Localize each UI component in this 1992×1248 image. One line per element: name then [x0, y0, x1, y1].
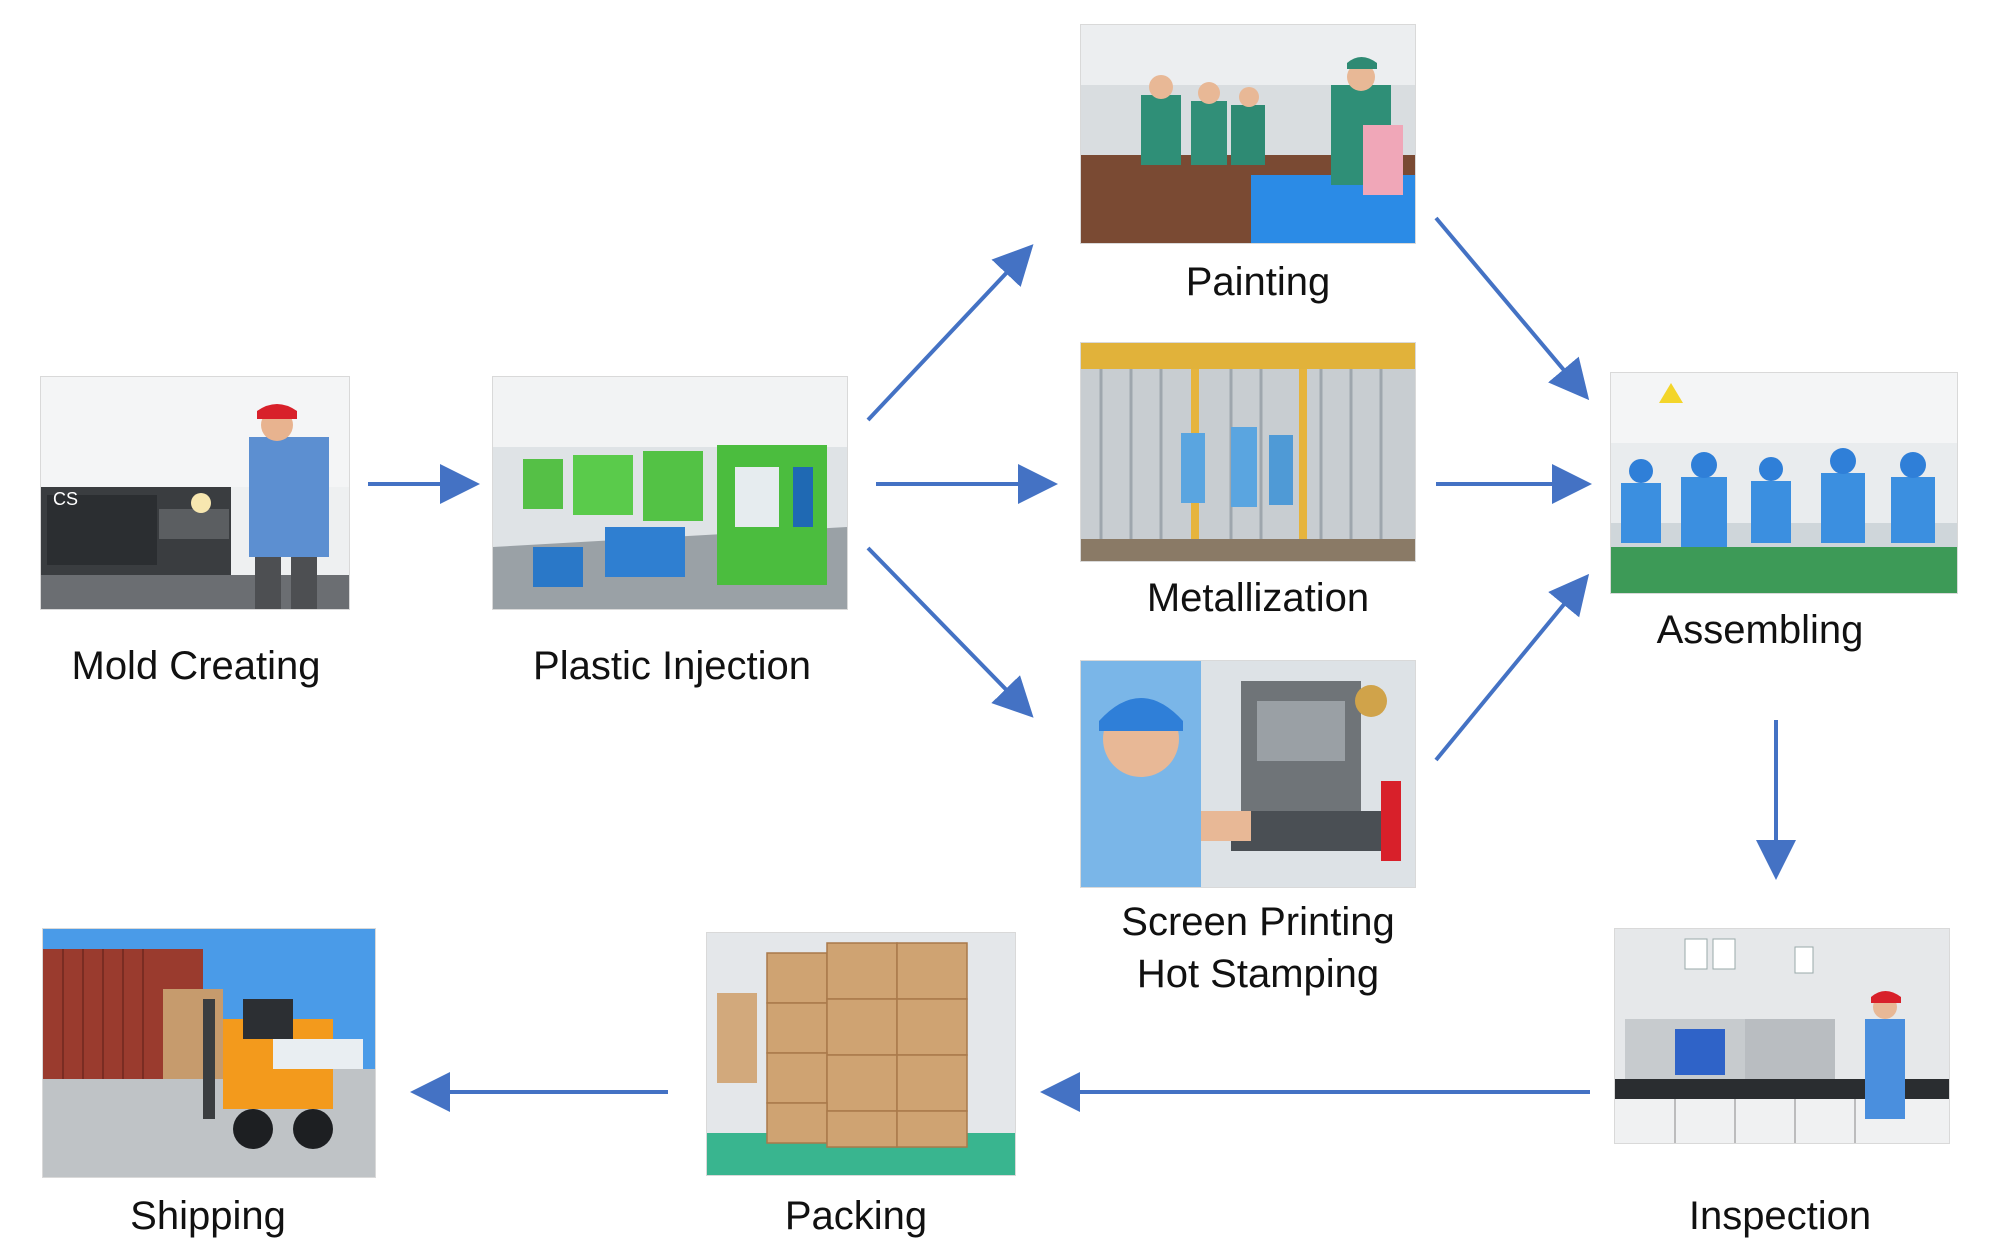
flow-arrow-plastic-to-screen: [866, 546, 1034, 718]
inspection-lab-icon: [1615, 929, 1949, 1143]
forklift-container-icon: [43, 929, 375, 1177]
flow-arrow-painting-to-assembling: [1434, 216, 1590, 401]
step-label-screen: Screen Printing Hot Stamping: [1121, 900, 1395, 996]
flow-arrow-plastic-to-painting: [866, 244, 1034, 422]
screen-printing-photo: [1080, 660, 1416, 888]
step-label-metallization: Metallization: [1146, 576, 1370, 620]
flow-arrow-screen-to-assembling: [1434, 573, 1590, 762]
svg-text:CS: CS: [53, 489, 78, 509]
step-label-painting: Painting: [1185, 260, 1331, 304]
step-label-packing: Packing: [784, 1194, 928, 1238]
step-label-inspection: Inspection: [1688, 1194, 1872, 1238]
plastic-injection-photo: [492, 376, 848, 610]
lathe-machinist-icon: CS: [41, 377, 349, 609]
stacked-cartons-icon: [707, 933, 1015, 1175]
step-label-shipping: Shipping: [130, 1194, 286, 1238]
step-label-mold: Mold Creating: [71, 644, 321, 688]
step-label-assembling: Assembling: [1656, 608, 1864, 652]
metallization-photo: [1080, 342, 1416, 562]
mold-creating-photo: CS: [40, 376, 350, 610]
packing-photo: [706, 932, 1016, 1176]
injection-molding-machines-icon: [493, 377, 847, 609]
workers-painting-line-icon: [1081, 25, 1415, 243]
painting-photo: [1080, 24, 1416, 244]
shipping-photo: [42, 928, 376, 1178]
inspection-photo: [1614, 928, 1950, 1144]
step-label-plastic: Plastic Injection: [533, 644, 811, 688]
assembling-photo: [1610, 372, 1958, 594]
hot-stamping-machine-icon: [1081, 661, 1415, 887]
assembly-line-workers-icon: [1611, 373, 1957, 593]
metallization-racks-icon: [1081, 343, 1415, 561]
